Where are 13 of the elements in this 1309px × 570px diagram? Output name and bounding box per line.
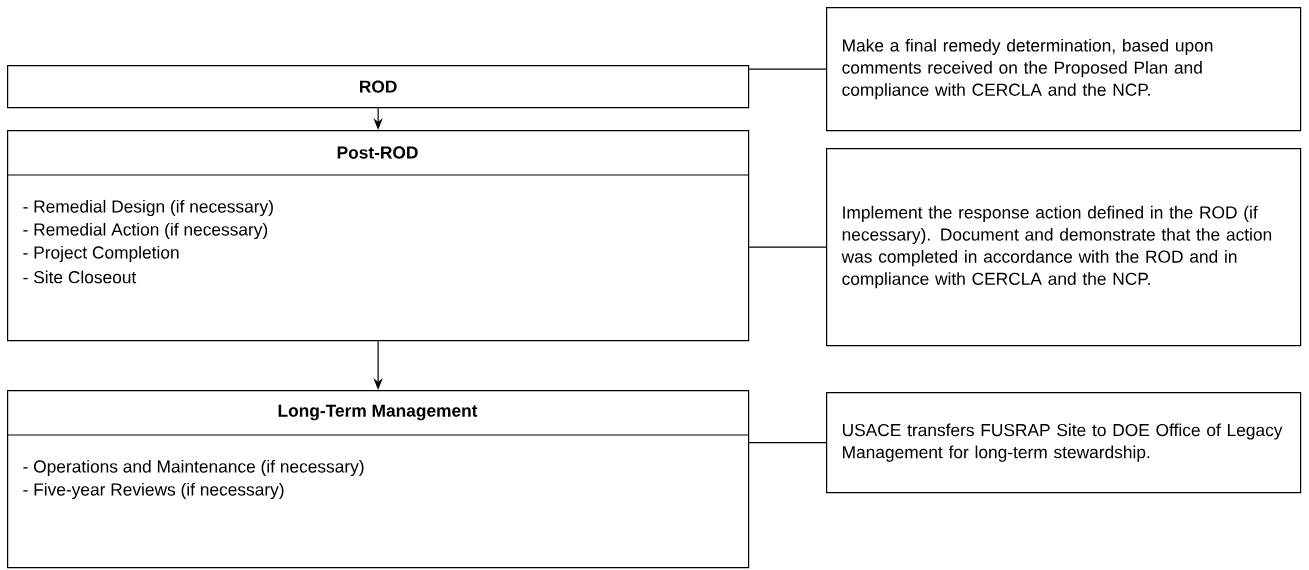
list-item: - Project Completion: [23, 245, 179, 263]
list-item: - Remedial Design (if necessary): [23, 199, 273, 217]
note-box: USACE transfers FUSRAP Site to DOE Office of Legacy Management for long-term stewardship.: [826, 392, 1302, 494]
list-item: - Site Closeout: [23, 270, 137, 284]
note-box: Make a final remedy determination, based upon comments received on the Proposed Plan and compliance with CERCLA and the NCP.: [826, 7, 1302, 132]
process-box: ROD: [7, 65, 750, 109]
list-item: - Five-year Reviews (if necessary): [23, 482, 284, 500]
list-item: - Remedial Action (if necessary): [23, 222, 268, 240]
connector-line: [748, 442, 827, 444]
note-box: Implement the response action defined in the ROD (if necessary). Document and demonstrate that the action was completed in accordance with the ROD and in compliance with CERCLA and the NCP.: [826, 148, 1302, 347]
connector-line: [748, 246, 827, 248]
connector-line: [748, 68, 827, 70]
list-item: - Operations and Maintenance (if necessary): [23, 459, 364, 477]
